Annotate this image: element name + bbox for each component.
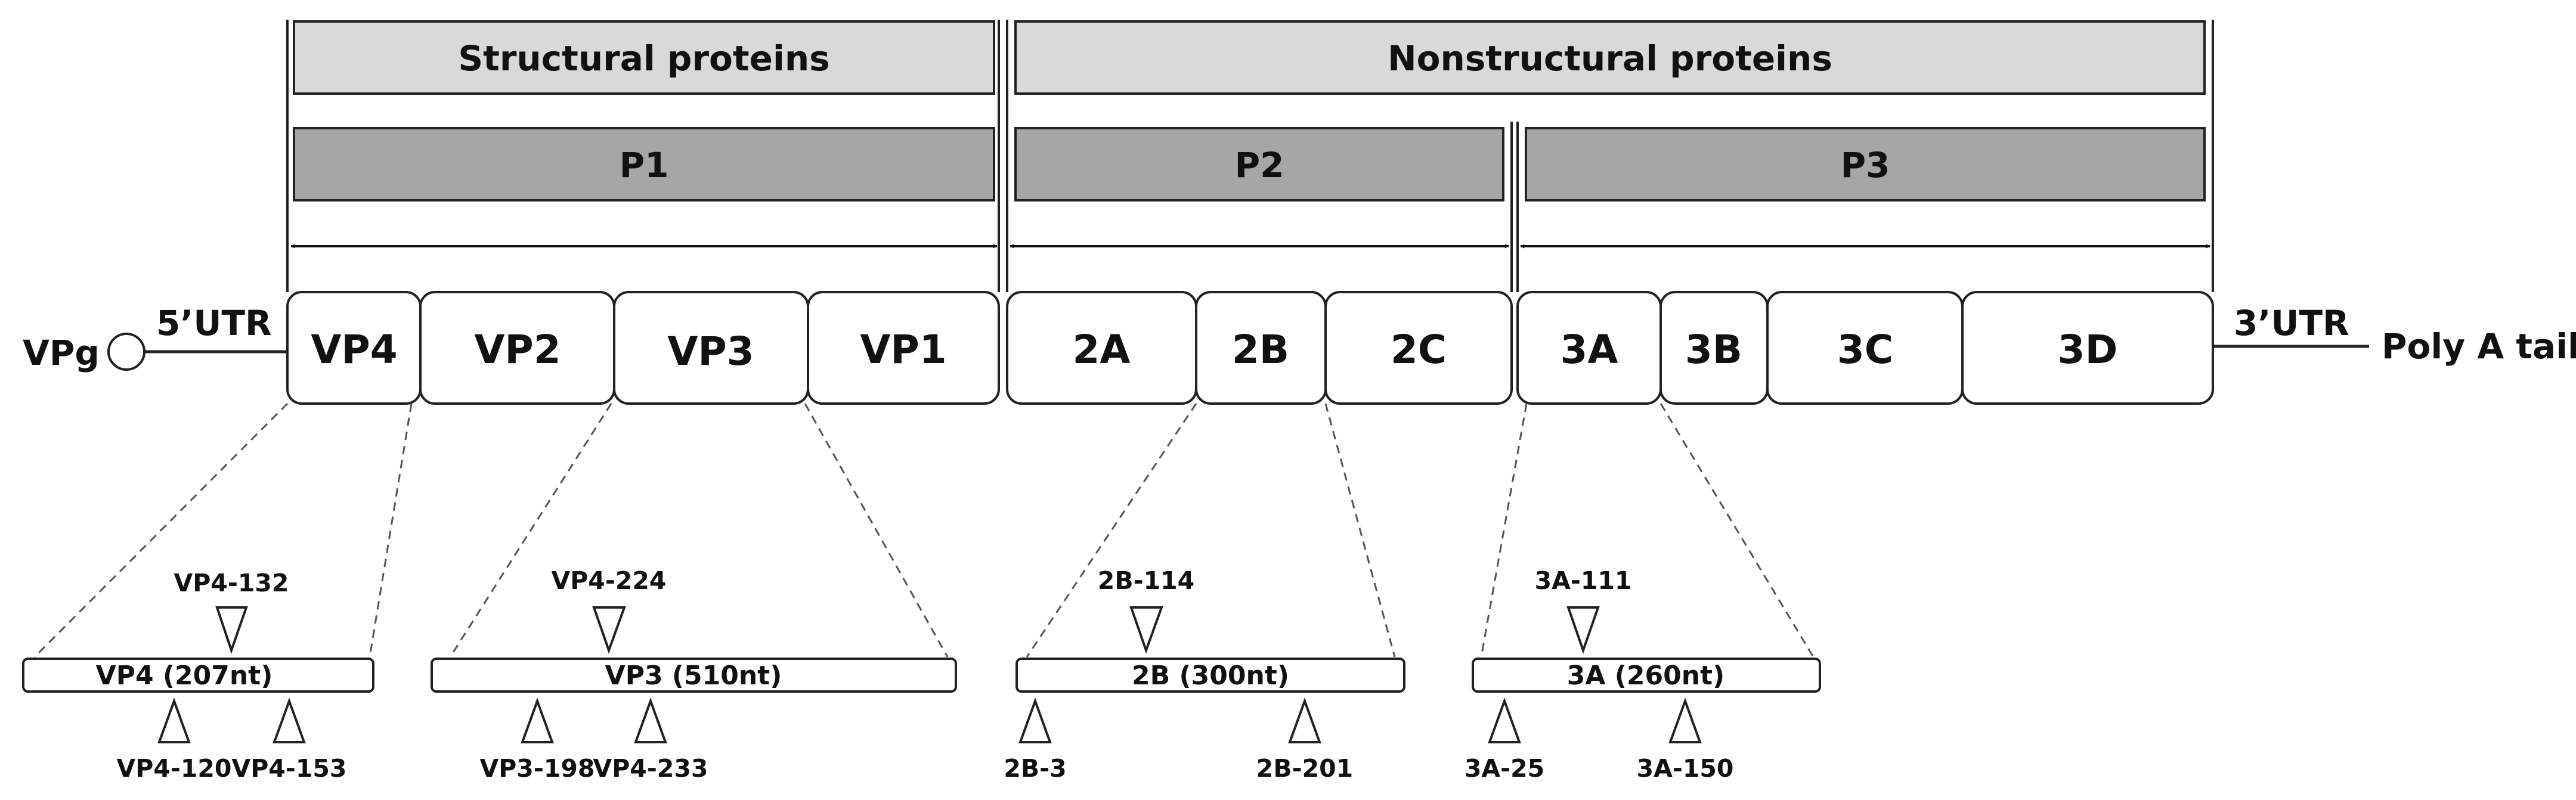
vp4-224-marker-icon <box>592 606 626 654</box>
utr5-label: 5’UTR <box>156 303 272 343</box>
gene-2b-label: 2B <box>1232 327 1289 373</box>
3a-25-label: 3A-25 <box>1465 754 1544 783</box>
gene-2c-label: 2C <box>1391 327 1447 373</box>
2b-201-label: 2B-201 <box>1256 754 1353 783</box>
2b-201-marker-icon <box>1288 697 1321 743</box>
nonstructural-region-label: Nonstructural proteins <box>1388 38 1832 79</box>
region-boundaries <box>286 20 2214 292</box>
b2-connector-left <box>1026 403 1197 658</box>
vp4-132-label: VP4-132 <box>174 569 289 597</box>
gene-2a-label: 2A <box>1072 327 1130 373</box>
vp4-233-marker-icon <box>634 697 667 743</box>
structural-region-box <box>293 20 995 95</box>
a3-connector-left <box>1480 403 1528 658</box>
p1-label: P1 <box>620 145 669 185</box>
gene-3d-box <box>1961 291 2214 405</box>
b2-detail-label: 2B (300nt) <box>1132 661 1289 691</box>
gene-vp2-label: VP2 <box>474 327 561 373</box>
vp4-120-label: VP4-120 <box>117 754 232 783</box>
gene-2c-box <box>1324 291 1513 405</box>
2b-3-marker-icon <box>1018 697 1052 743</box>
3a-150-label: 3A-150 <box>1637 754 1734 783</box>
p2-box <box>1014 127 1504 201</box>
vp4-132-marker-icon <box>215 606 248 655</box>
vp3-198-marker-icon <box>521 697 554 743</box>
vp3-connector-right <box>804 403 949 658</box>
gene-3b-label: 3B <box>1685 327 1742 373</box>
vp4-connector-right <box>369 403 413 658</box>
p2-label: P2 <box>1235 145 1284 185</box>
p1-box <box>293 127 995 201</box>
detail-bars <box>22 658 1821 693</box>
a3-detail-label: 3A (260nt) <box>1567 661 1724 691</box>
vp4-detail-bar <box>22 658 374 693</box>
gene-3d-label: 3D <box>2058 327 2118 373</box>
site-markers-up <box>157 697 1702 743</box>
gene-3a-label: 3A <box>1560 327 1618 373</box>
2b-3-label: 2B-3 <box>1004 754 1066 783</box>
a3-detail-bar <box>1472 658 1821 693</box>
polya-label: Poly A tail <box>2382 326 2576 367</box>
gene-3c-label: 3C <box>1837 327 1893 373</box>
gene-boxes <box>286 291 2214 405</box>
vp4-153-marker-icon <box>273 697 306 743</box>
b2-connector-right <box>1324 403 1396 658</box>
vp3-198-label: VP3-198 <box>480 754 595 783</box>
3a-111-label: 3A-111 <box>1535 566 1632 595</box>
gene-vp1-label: VP1 <box>860 327 946 373</box>
a3-connector-right <box>1659 403 1815 658</box>
vp4-153-label: VP4-153 <box>232 754 347 783</box>
vp3-connector-left <box>449 403 612 658</box>
3a-25-marker-icon <box>1488 697 1521 743</box>
vpg-label: VPg <box>23 333 100 373</box>
gene-vp3-label: VP3 <box>667 328 754 374</box>
vp3-detail-bar <box>431 658 957 693</box>
vpg-circle-icon <box>107 333 145 371</box>
b2-detail-bar <box>1015 658 1405 693</box>
vp3-detail-label: VP3 (510nt) <box>605 661 782 691</box>
utr3-label: 3’UTR <box>2234 303 2349 343</box>
site-markers-down <box>215 606 1600 655</box>
nonstructural-region-box <box>1014 20 2206 95</box>
vp4-detail-label: VP4 (207nt) <box>96 661 273 691</box>
2b-114-marker-icon <box>1129 606 1163 654</box>
vp4-120-marker-icon <box>157 697 191 743</box>
gene-vp1-box <box>807 291 1000 405</box>
vp4-233-label: VP4-233 <box>593 754 708 783</box>
gene-vp4-label: VP4 <box>311 327 397 373</box>
p3-box <box>1525 127 2206 201</box>
vp4-224-label: VP4-224 <box>552 566 667 595</box>
structural-region-label: Structural proteins <box>458 38 829 79</box>
3a-150-marker-icon <box>1668 697 1702 743</box>
p3-label: P3 <box>1841 145 1890 185</box>
zoom-connectors <box>33 402 1815 658</box>
2b-114-label: 2B-114 <box>1098 566 1194 595</box>
3a-111-marker-icon <box>1566 606 1600 655</box>
vp4-connector-left <box>33 402 289 658</box>
